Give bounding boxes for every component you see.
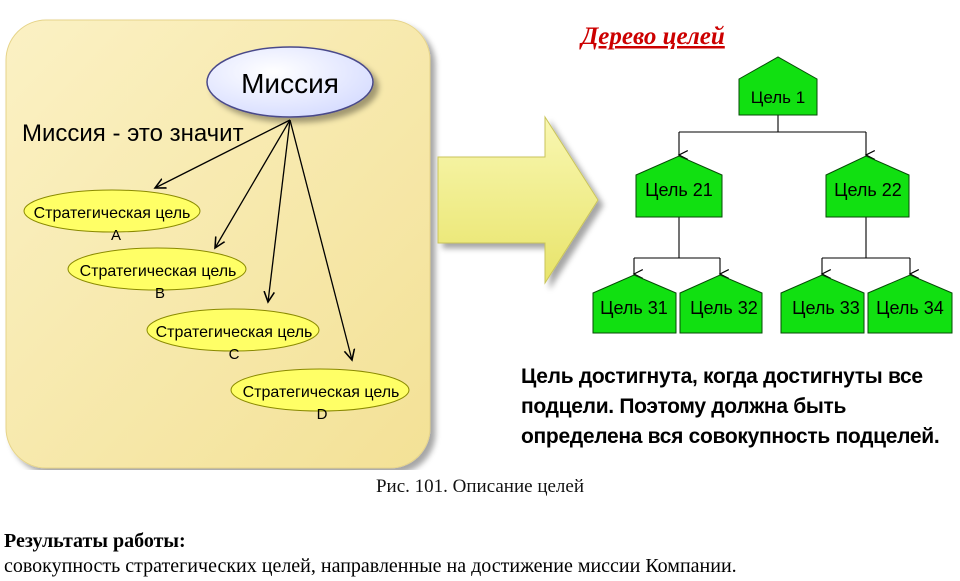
transition-arrow	[437, 115, 599, 285]
goal-node-33-label: Цель 33	[792, 298, 860, 318]
goal-node-34-label: Цель 34	[876, 298, 944, 318]
goal-node-22-label: Цель 22	[834, 180, 902, 200]
arrow-to-goal-b	[215, 119, 291, 248]
goal-node-32-label: Цель 32	[690, 298, 758, 318]
strategic-goal-d-label: Стратегическая цель	[243, 384, 400, 401]
arrow-to-goal-a	[155, 119, 291, 188]
goal-node-21-label: Цель 21	[645, 180, 713, 200]
strategic-goal-a-letter: A	[111, 227, 121, 244]
strategic-goal-c-label: Стратегическая цель	[156, 324, 313, 341]
strategic-goal-a-label: Стратегическая цель	[34, 205, 191, 222]
arrow-to-goal-c	[268, 119, 291, 302]
goal-tree-title: Дерево целей	[579, 23, 725, 50]
goal-node-31-label: Цель 31	[600, 298, 668, 318]
goal-node-1-label: Цель 1	[751, 88, 805, 107]
goal-node-22: Цель 22	[825, 155, 910, 218]
goal-node-1: Цель 1	[738, 56, 818, 116]
mission-label: Миссия	[241, 68, 339, 99]
strategic-goal-d-letter: D	[317, 406, 328, 423]
goal-note: Цель достигнута, когда достигнуты все по…	[521, 365, 940, 448]
strategic-goal-b-letter: B	[155, 285, 165, 302]
strategic-goal-a: Стратегическая цель A	[23, 189, 201, 244]
strategic-goal-b-label: Стратегическая цель	[80, 263, 237, 280]
goal-node-32: Цель 32	[679, 274, 763, 334]
diagram-canvas: Миссия Миссия - это значит Стратегическа…	[5, 19, 953, 469]
strategic-goal-c-letter: C	[229, 346, 240, 363]
goal-node-33: Цель 33	[780, 274, 865, 334]
goal-node-34: Цель 34	[867, 274, 953, 334]
strategic-goal-d: Стратегическая цель D	[230, 368, 410, 423]
goal-node-31: Цель 31	[592, 274, 677, 334]
arrow-to-goal-d	[289, 119, 352, 360]
results-text: совокупность стратегических целей, напра…	[4, 555, 737, 577]
results-title: Результаты работы:	[4, 530, 186, 552]
goal-tree-connectors	[634, 115, 910, 274]
strategic-goal-b: Стратегическая цель B	[67, 247, 247, 302]
goal-node-21: Цель 21	[635, 155, 723, 218]
strategic-goal-c: Стратегическая цель C	[146, 308, 320, 363]
mission-arrows	[155, 119, 352, 360]
figure-caption: Рис. 101. Описание целей	[375, 476, 585, 497]
mission-node	[206, 46, 374, 118]
mission-means-label: Миссия - это значит	[22, 120, 244, 147]
